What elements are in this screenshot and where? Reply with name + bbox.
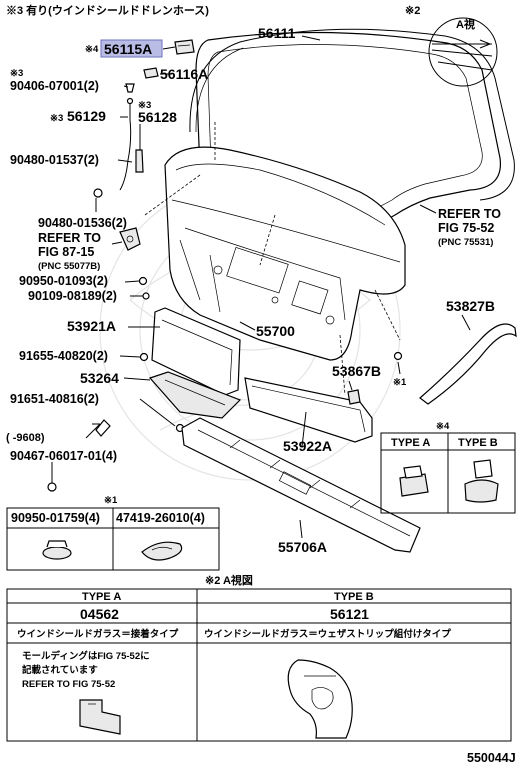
section-type-a xyxy=(79,699,121,735)
weatherstrip-inner xyxy=(195,47,244,133)
label-91655-40820: 91655-40820(2) xyxy=(19,349,108,363)
label-56115A[interactable]: 56115A xyxy=(104,41,152,57)
svg-text:※4: ※4 xyxy=(436,421,450,432)
view-note-l2: 記載されています xyxy=(22,664,98,676)
footer-code: 550044J xyxy=(467,751,516,765)
hose-bracket-56128 xyxy=(135,149,144,173)
label-56111: 56111 xyxy=(258,25,296,41)
svg-text:A視: A視 xyxy=(456,17,475,31)
label-56115A-highlight xyxy=(100,39,163,58)
grommet-90480 xyxy=(93,188,103,198)
label-refer-fig75-l3: (PNC 75531) xyxy=(438,237,493,248)
label-90467-06017: 90467-06017-01(4) xyxy=(10,449,117,463)
mark1-box: ※1 90950-01759(4) 47419-26010(4) xyxy=(6,495,220,571)
stopper-56115A xyxy=(174,39,195,55)
note2-mark: ※2 xyxy=(405,5,420,17)
label-56128-mark: ※3 xyxy=(138,100,151,111)
label-56129-mark: ※3 xyxy=(50,113,63,124)
note-drain-hose: ※3 有り(ウインドシールドドレンホース) xyxy=(6,3,209,17)
view-desc-a: ウインドシールドガラス＝接着タイプ xyxy=(17,628,179,640)
view-a-table: ※2 A視図 TYPE A TYPE B 04562 56121 ウインドシール… xyxy=(6,573,512,742)
label-53264: 53264 xyxy=(80,370,119,386)
view-note-l1: モールディングはFIG 75-52に xyxy=(22,650,150,662)
label-55700: 55700 xyxy=(256,323,295,339)
leader-lines xyxy=(51,35,471,539)
label-90406: 90406-07001(2) xyxy=(10,79,99,93)
bracket-53264 xyxy=(148,371,242,419)
view-a-circle: A視 xyxy=(428,17,498,87)
label-90109-08189: 90109-08189(2) xyxy=(28,289,117,303)
view-a-title: ※2 A視図 xyxy=(205,573,253,587)
section-type-b xyxy=(287,659,353,739)
stopper-type-b xyxy=(464,459,499,503)
stopper-type-a xyxy=(399,465,429,497)
label-range: ( -9608) xyxy=(6,432,45,444)
label-90480-01536: 90480-01536(2) xyxy=(38,216,127,230)
mark4-type-b: TYPE B xyxy=(458,437,498,449)
svg-text:※1: ※1 xyxy=(104,495,118,506)
hose-56129 xyxy=(119,97,134,191)
label-91651-40816: 91651-40816(2) xyxy=(10,392,99,406)
mark1-col1: 90950-01759(4) xyxy=(11,511,100,525)
label-53867B: 53867B xyxy=(332,363,381,379)
weatherstrip xyxy=(189,28,515,201)
mark4-type-a: TYPE A xyxy=(391,437,430,449)
screw-90109 xyxy=(142,292,150,300)
label-90480-01537: 90480-01537(2) xyxy=(10,153,99,167)
view-code-a: 04562 xyxy=(80,606,119,622)
label-refer-fig87-l1: REFER TO xyxy=(38,231,101,245)
view-type-a: TYPE A xyxy=(82,591,121,603)
label-53867B-mark: ※1 xyxy=(393,377,407,388)
label-53922A: 53922A xyxy=(283,438,332,454)
label-90406-mark: ※3 xyxy=(10,68,23,79)
label-56115A-mark: ※4 xyxy=(85,44,99,55)
label-56116A: 56116A xyxy=(160,66,208,82)
label-refer-fig87-l2: FIG 87-15 xyxy=(38,245,94,259)
view-note-l3: REFER TO FIG 75-52 xyxy=(22,679,115,690)
label-refer-fig87-l3: (PNC 55077B) xyxy=(38,261,100,272)
garnish-55706A xyxy=(181,417,421,553)
clip-90950 xyxy=(138,276,148,286)
back-door-panel xyxy=(164,146,406,361)
mark1-col2: 47419-26010(4) xyxy=(116,511,205,525)
grommet-47419-26010 xyxy=(141,541,183,561)
label-90950-01093: 90950-01093(2) xyxy=(19,274,108,288)
label-refer-fig75-l1: REFER TO xyxy=(438,207,501,221)
molding-53827B xyxy=(419,323,517,405)
label-53921A: 53921A xyxy=(67,318,116,334)
label-53827B: 53827B xyxy=(446,298,495,314)
clip-90406 xyxy=(125,83,135,93)
label-56129: 56129 xyxy=(67,108,106,124)
mark4-box: ※4 TYPE A TYPE B xyxy=(380,421,516,514)
view-type-b: TYPE B xyxy=(334,591,374,603)
hinge-55077B xyxy=(119,227,141,251)
trim-53921A xyxy=(151,307,241,396)
clip-53867B xyxy=(347,389,361,405)
view-desc-b: ウインドシールドガラス＝ウェザストリップ組付けタイプ xyxy=(204,628,451,640)
clip-56116A xyxy=(143,67,159,79)
view-code-b: 56121 xyxy=(330,606,369,622)
label-56128: 56128 xyxy=(138,109,177,125)
label-refer-fig75-l2: FIG 75-52 xyxy=(438,221,494,235)
clip-90950-01759 xyxy=(42,540,72,560)
label-55706A: 55706A xyxy=(278,539,327,555)
trim-53922A xyxy=(244,377,373,443)
